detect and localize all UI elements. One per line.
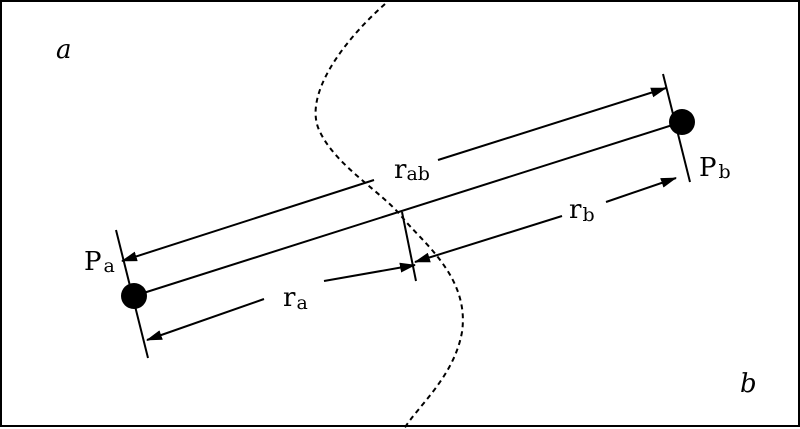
connecting-line [133, 121, 683, 297]
tick-boundary [401, 211, 417, 282]
dist-rb-label: rb [569, 195, 595, 226]
region-boundary-curve [314, 3, 464, 429]
dim-rb-left-arrow [414, 215, 563, 263]
region-b-label: b [740, 369, 757, 399]
region-a-label: a [56, 35, 72, 65]
dim-ra-left-arrow [146, 298, 265, 341]
dist-ra-label: ra [283, 283, 308, 314]
dim-rb-right-arrow [605, 177, 677, 203]
point-a-dot [121, 283, 147, 309]
dim-rab-right-arrow [437, 87, 667, 161]
dim-ra-right-arrow [323, 262, 416, 282]
dim-rab-left-arrow [121, 179, 375, 262]
dist-rab-label: rab [394, 155, 430, 185]
point-b-dot [669, 109, 695, 135]
